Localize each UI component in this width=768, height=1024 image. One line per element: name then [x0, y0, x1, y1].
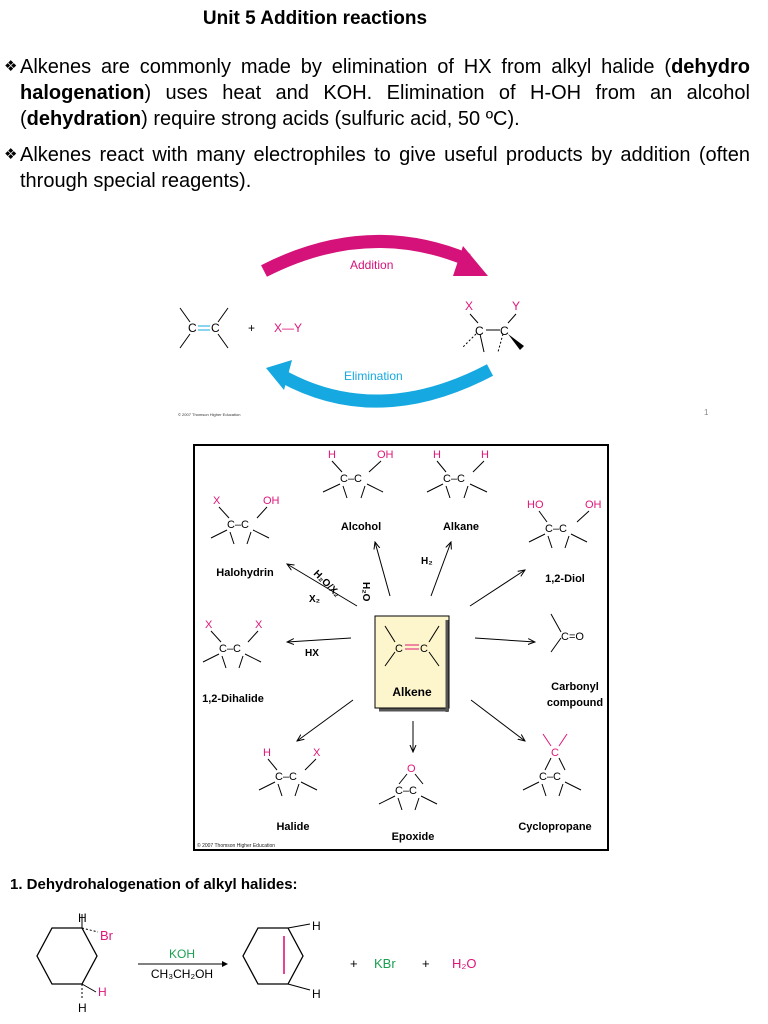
product-y: Y — [512, 299, 520, 313]
halide-structure: H X C–C — [258, 747, 321, 797]
atom-h: H — [433, 449, 441, 461]
elimination-arrow — [266, 360, 494, 408]
alkene-carbon: C — [211, 321, 220, 335]
addition-label: Addition — [350, 258, 393, 272]
atom-oh: OH — [377, 449, 394, 461]
alcohol-label: Alcohol — [341, 521, 381, 533]
bullet-list: ❖ Alkenes are commonly made by eliminati… — [4, 54, 750, 204]
addition-arrow — [261, 234, 488, 277]
bold-term: dehydro halogenation — [20, 56, 750, 104]
bold-term: dehydration — [26, 108, 142, 130]
dihalide-structure: X X C–C — [202, 619, 263, 669]
diol-structure: HO OH C–C — [527, 499, 602, 549]
reagent-hx: HX — [305, 648, 319, 659]
atom-h: H — [263, 747, 271, 759]
atom-br: Br — [100, 928, 114, 943]
bullet-text: ) uses heat and KOH. Elimination of H-OH… — [20, 82, 750, 130]
bullet-item: ❖ Alkenes are commonly made by eliminati… — [4, 54, 750, 132]
atom-x: X — [213, 495, 221, 507]
cyclopropane-structure: C C–C — [522, 733, 582, 797]
alkene-carbon: C — [188, 321, 197, 335]
bond-cc: C–C — [275, 771, 297, 783]
section-heading: 1. Dehydrohalogenation of alkyl halides: — [10, 876, 298, 893]
reagent-h2o: H₂O — [360, 582, 371, 602]
halohydrin-structure: X OH C–C — [210, 495, 280, 545]
diamond-bullet-icon: ❖ — [4, 58, 18, 75]
atom-h: H — [78, 911, 87, 925]
copyright-note: © 2007 Thomson Higher Education — [197, 842, 275, 849]
diamond-bullet-icon: ❖ — [4, 146, 18, 163]
alkene-label: Alkene — [392, 685, 432, 699]
halide-label: Halide — [276, 821, 309, 833]
atom-h: H — [481, 449, 489, 461]
atom-oh: OH — [585, 499, 602, 511]
atom-h-pink: H — [98, 985, 107, 999]
alcohol-structure: H OH C–C — [322, 449, 394, 499]
page-number: 1 — [704, 408, 709, 417]
atom-x: X — [255, 619, 263, 631]
alkene-reactions-map: C C Alkene H₂O H₂ H₂O/X₂ X₂ HX H OH C–C … — [193, 444, 609, 851]
reagent-koh: KOH — [169, 947, 195, 961]
epoxide-structure: O C–C — [378, 763, 438, 811]
bond-cc: C–C — [545, 523, 567, 535]
product-x: X — [465, 299, 473, 313]
carbonyl-label: Carbonyl — [551, 681, 599, 693]
alkane-label: Alkane — [443, 521, 479, 533]
center-carbon: C — [420, 643, 428, 655]
alkane-structure: H H C–C — [426, 449, 489, 499]
atom-h: H — [312, 919, 321, 933]
diol-label: 1,2-Diol — [545, 573, 585, 585]
bullet-text: Alkenes react with many electrophiles to… — [20, 144, 750, 192]
atom-ho: HO — [527, 499, 544, 511]
bullet-text: Alkenes are commonly made by elimination… — [20, 56, 672, 78]
cyclopropane-label: Cyclopropane — [518, 821, 591, 833]
product-water: H₂O — [452, 956, 477, 971]
alkene-structure — [179, 307, 229, 349]
carbonyl-label-2: compound — [547, 697, 603, 709]
halohydrin-label: Halohydrin — [216, 567, 274, 579]
plus-sign: + — [422, 956, 430, 971]
product-carbon: C — [500, 324, 509, 338]
bond-cc: C–C — [395, 785, 417, 797]
atom-oh: OH — [263, 495, 280, 507]
atom-h: H — [78, 1001, 87, 1015]
center-carbon: C — [395, 643, 403, 655]
atom-x: X — [205, 619, 213, 631]
cyclohexene-ring — [242, 927, 304, 985]
reagent-x2: X₂ — [309, 594, 320, 605]
product-carbon: C — [475, 324, 484, 338]
atom-c: C — [551, 747, 559, 759]
bond-co: C=O — [561, 631, 584, 643]
reagent-solvent: CH₃CH₂OH — [151, 967, 213, 981]
bond-cc: C–C — [227, 519, 249, 531]
plus-sign: + — [248, 321, 255, 335]
bullet-text: ) require strong acids (sulfuric acid, 5… — [141, 108, 520, 130]
plus-sign: + — [350, 956, 358, 971]
elimination-label: Elimination — [344, 369, 403, 383]
carbonyl-structure: C=O — [550, 613, 584, 653]
bond-cc: C–C — [539, 771, 561, 783]
bond-cc: C–C — [219, 643, 241, 655]
reaction-map-svg: C C Alkene H₂O H₂ H₂O/X₂ X₂ HX H OH C–C … — [197, 449, 603, 849]
bullet-item: ❖ Alkenes react with many electrophiles … — [4, 142, 750, 194]
wedge-bond — [508, 334, 524, 350]
atom-h: H — [312, 987, 321, 1001]
reagent-h2: H₂ — [421, 556, 433, 567]
bond-cc: C–C — [340, 473, 362, 485]
dihalide-label: 1,2-Dihalide — [202, 693, 264, 705]
page-title: Unit 5 Addition reactions — [202, 8, 428, 29]
atom-o: O — [407, 763, 416, 775]
cyclohexane-ring — [36, 927, 98, 985]
reagent-xy: X—Y — [274, 321, 302, 335]
product-kbr: KBr — [374, 956, 396, 971]
dehydrohalogenation-reaction: H Br H H KOH CH₃CH₂OH H H + KBr + H₂O — [36, 911, 477, 1015]
bond-cc: C–C — [443, 473, 465, 485]
atom-x: X — [313, 747, 321, 759]
atom-h: H — [328, 449, 336, 461]
product-bonds — [461, 313, 517, 353]
addition-elimination-diagram: Addition Elimination C C + X—Y X Y C C ©… — [178, 234, 524, 417]
copyright-note: © 2007 Thomson Higher Education — [178, 412, 240, 417]
epoxide-label: Epoxide — [392, 831, 435, 843]
